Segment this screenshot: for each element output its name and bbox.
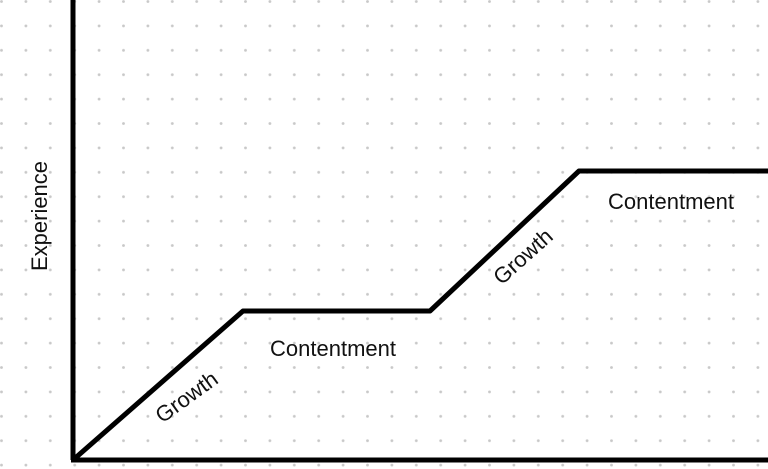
segment-label-contentment-1: Contentment — [270, 336, 396, 361]
y-axis-label: Experience — [27, 161, 52, 271]
experience-line — [71, 168, 768, 462]
segment-label-contentment-2: Contentment — [608, 189, 734, 214]
